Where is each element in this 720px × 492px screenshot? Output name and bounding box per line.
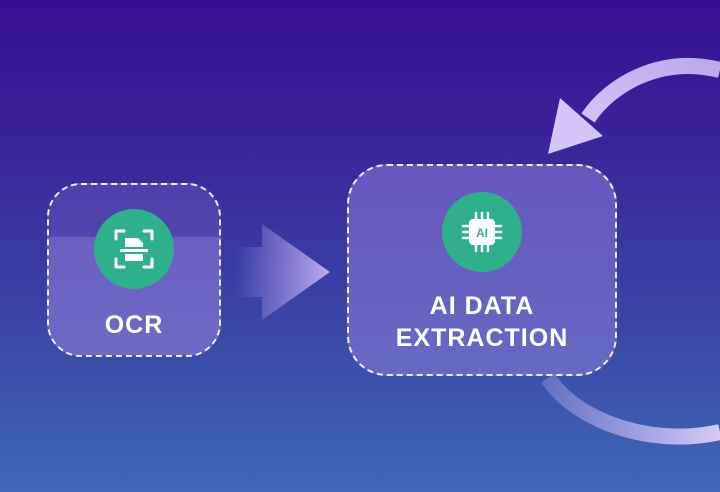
label-line-1: AI DATA <box>429 292 535 320</box>
ai-chip-text: AI <box>476 226 488 240</box>
label-line-2: EXTRACTION <box>395 324 569 352</box>
node-label: AI DATA EXTRACTION <box>396 290 569 354</box>
loop-arrow-bottom <box>541 373 720 445</box>
node-label: OCR <box>104 311 164 339</box>
loop-arrow-top <box>581 58 720 123</box>
ai-data-extraction-node: AI AI DATA EXTRACTION <box>347 164 617 376</box>
ocr-node: OCR <box>47 183 221 357</box>
flow-arrow <box>236 224 330 320</box>
ai-chip-icon: AI <box>442 192 522 272</box>
loop-arrow-head <box>548 98 603 154</box>
document-scan-icon <box>94 209 174 289</box>
